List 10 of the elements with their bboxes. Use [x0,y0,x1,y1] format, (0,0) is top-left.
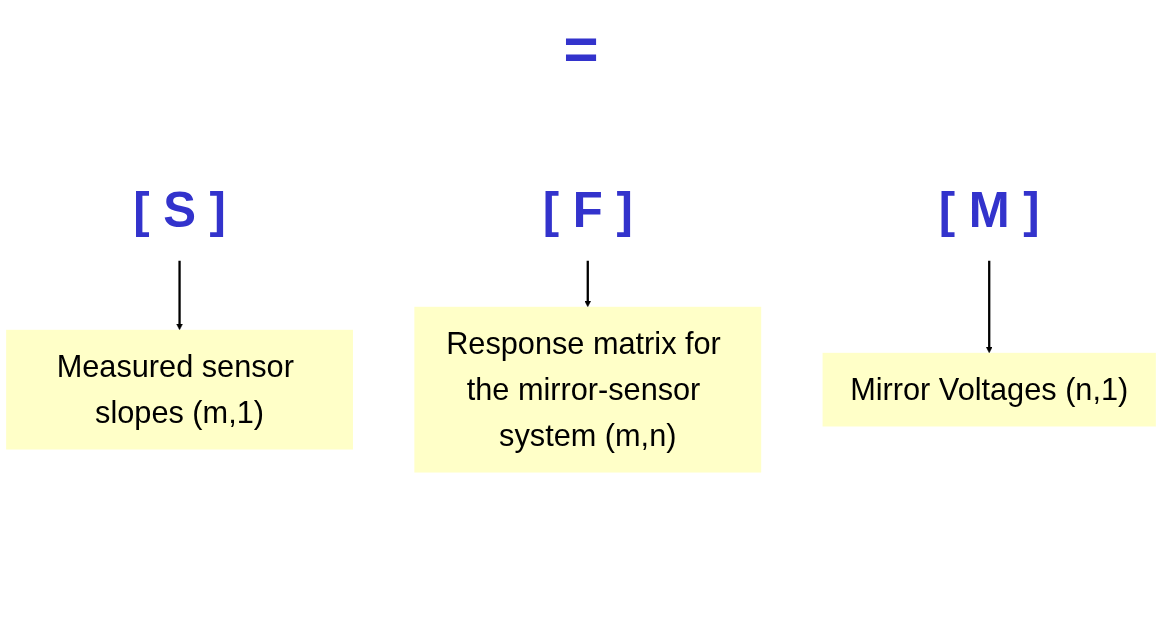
arrow [584,260,592,308]
node-box: Mirror Voltages (n,1) [822,352,1156,427]
equals-sign: = [563,14,599,83]
node-text: [ F ] [542,182,633,238]
node-text: [ S ] [133,182,226,238]
node-text: [ M ] [938,182,1040,238]
node-box: Response matrix for the mirror-sensor system (m,n) [414,306,762,473]
arrow [176,260,183,331]
node-box: Measured sensor slopes (m,1) [6,329,353,450]
arrow [985,260,993,354]
